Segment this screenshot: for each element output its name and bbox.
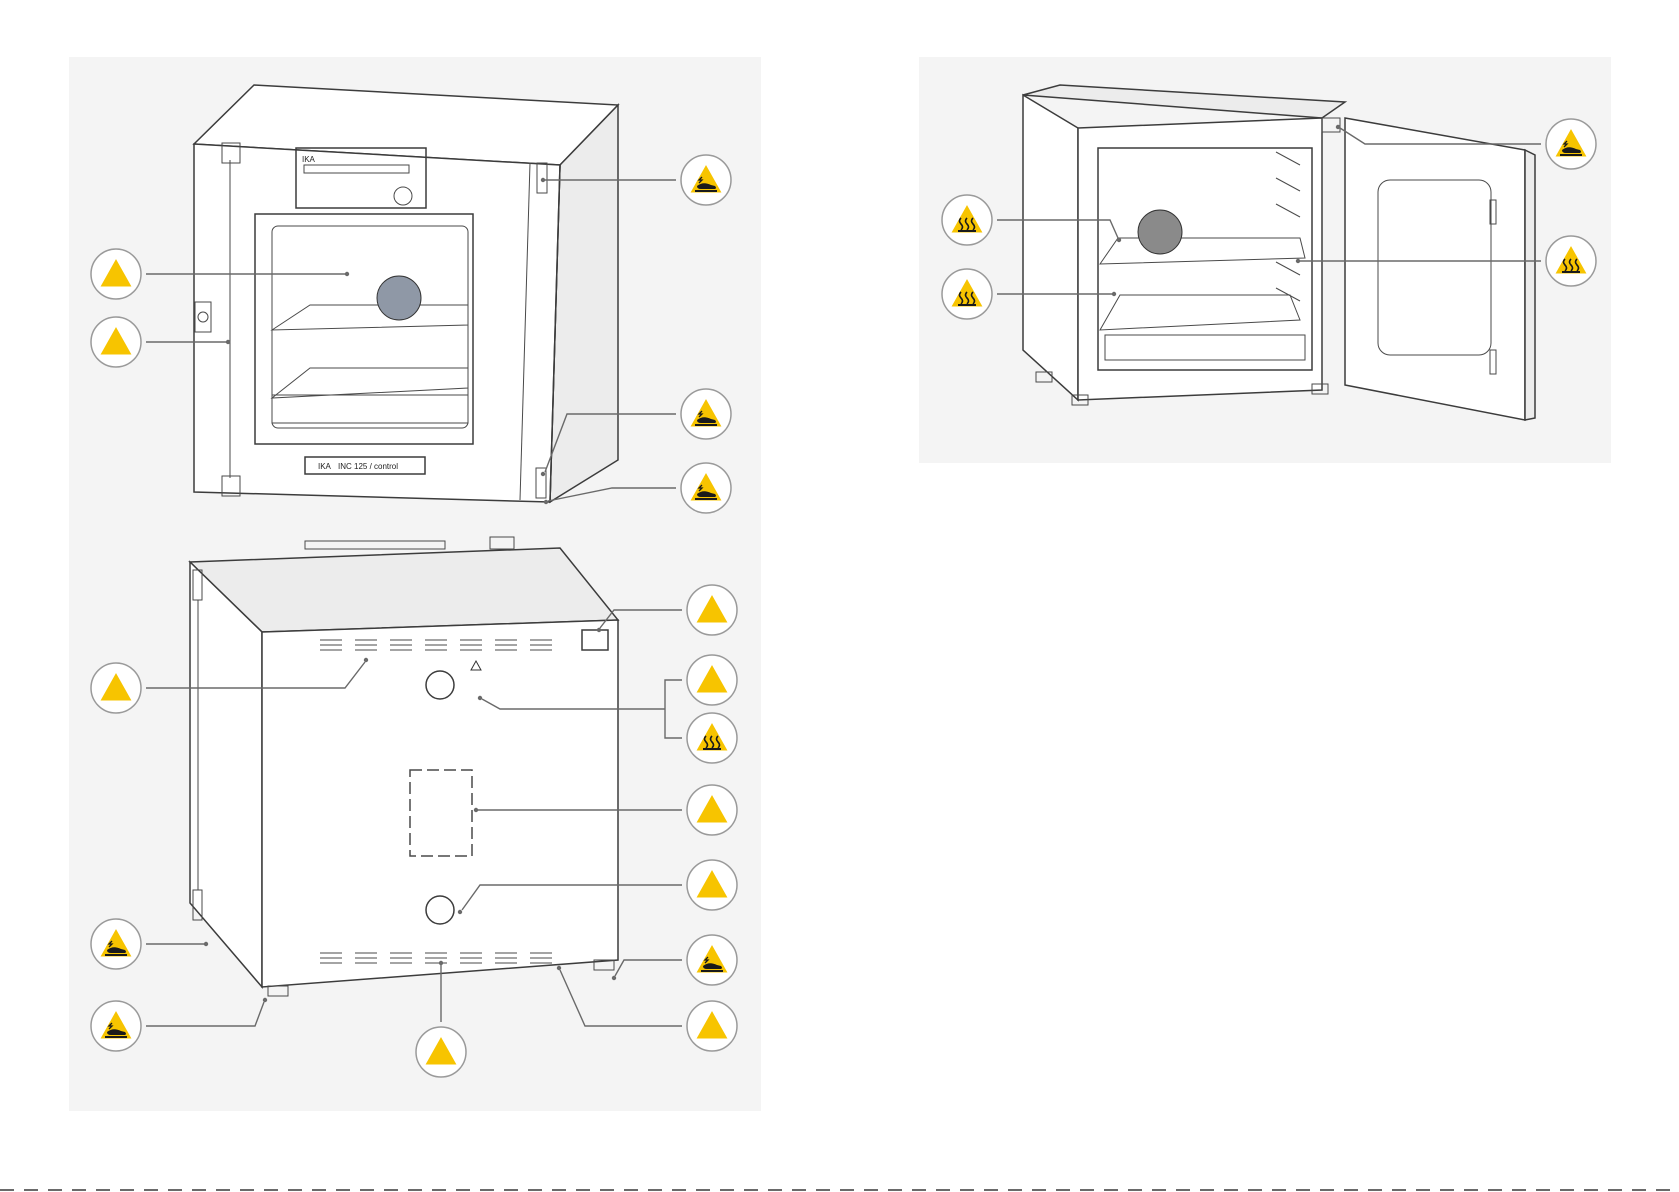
mesh-sample-basket	[1138, 210, 1182, 254]
hand-crush-warning-icon	[681, 155, 731, 205]
general-warning-icon	[687, 1001, 737, 1051]
hand-crush-warning-icon	[91, 919, 141, 969]
nameplate-brand: IKA	[318, 462, 332, 471]
general-warning-icon	[91, 249, 141, 299]
display-brand-label: IKA	[302, 155, 316, 164]
general-warning-icon	[687, 785, 737, 835]
hot-surface-warning-icon	[687, 713, 737, 763]
incubator-open-door-view	[1023, 85, 1535, 420]
general-warning-icon	[91, 317, 141, 367]
incubator-front-view: IKA IKA INC 125 / control	[194, 85, 618, 502]
open-door	[1345, 118, 1525, 420]
hand-crush-warning-icon	[681, 389, 731, 439]
mesh-sample-basket	[377, 276, 421, 320]
general-warning-icon	[687, 860, 737, 910]
general-warning-icon	[416, 1027, 466, 1077]
nameplate-model: INC 125 / control	[338, 462, 398, 471]
hot-surface-warning-icon	[942, 195, 992, 245]
hand-crush-warning-icon	[91, 1001, 141, 1051]
general-warning-icon	[687, 585, 737, 635]
hot-surface-warning-icon	[1546, 236, 1596, 286]
hand-crush-warning-icon	[681, 463, 731, 513]
general-warning-icon	[687, 655, 737, 705]
incubator-rear-view	[190, 537, 618, 996]
hand-crush-warning-icon	[687, 935, 737, 985]
hand-crush-warning-icon	[1546, 119, 1596, 169]
general-warning-icon	[91, 663, 141, 713]
hot-surface-warning-icon	[942, 269, 992, 319]
